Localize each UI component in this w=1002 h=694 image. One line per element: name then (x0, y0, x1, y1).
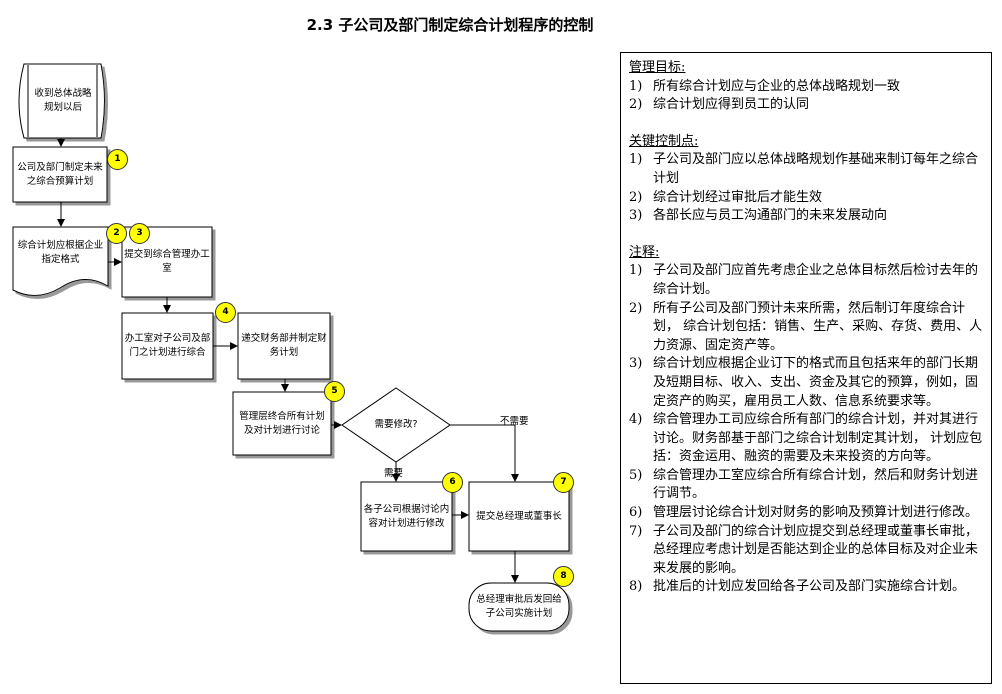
edge-label-no: 不需要 (500, 416, 529, 427)
step-badge: 1 (107, 149, 128, 170)
step-7-box (468, 481, 570, 552)
page-title: 2.3 子公司及部门制定综合计划程序的控制 (306, 16, 594, 34)
list-item: 8)批准后的计划应发回给各子公司及部门实施综合计划。 (629, 579, 966, 595)
step-5-box (232, 391, 332, 456)
controls-list: 1)子公司及部门应以总体战略规划作基础来制订每年之综合计划 2)综合计划经过审批… (629, 151, 983, 225)
step-1-text: 公司及部门制定未来之综合预算计划 (17, 161, 103, 187)
step-3-text: 提交到综合管理办工室 (124, 249, 210, 274)
edge-label-yes: 需要 (384, 468, 404, 479)
list-item: 4)综合管理办工司应综合所有部门的综合计划，并对其进行讨论。财务部基于部门之综合… (629, 412, 983, 465)
step-4b-box (237, 312, 331, 380)
notes-panel: 管理目标: 1)所有综合计划应与企业的总体战略规划一致 2)综合计划应得到员工的… (620, 52, 992, 684)
step-badge: 4 (215, 302, 236, 323)
goals-list: 1)所有综合计划应与企业的总体战略规划一致 2)综合计划应得到员工的认同 (629, 78, 983, 115)
step-4b-text: 递交财务部并制定财务计划 (241, 333, 327, 358)
step-6-box (360, 481, 453, 552)
step-badge: 5 (324, 381, 345, 402)
step-2-document (12, 226, 109, 296)
list-item: 1)所有综合计划应与企业的总体战略规划一致 (629, 78, 901, 94)
step-badge: 2 (106, 223, 127, 244)
notes-list: 1)子公司及部门应首先考虑企业之总体目标然后检讨去年的综合计划。 2)所有子公司… (629, 262, 983, 597)
decision-text: 需要修改? (374, 419, 418, 430)
controls-heading: 关键控制点: (629, 133, 699, 149)
notes-heading: 注释: (629, 244, 660, 260)
step-badge: 8 (553, 566, 574, 587)
start-shape (18, 63, 105, 139)
list-item: 7)子公司及部门的综合计划应提交到总经理或董事长审批， 总经理应考虑计划是否能达… (629, 523, 979, 576)
start-text: 收到总体战略规划以后 (34, 88, 92, 113)
list-item: 1)子公司及部门应首先考虑企业之总体目标然后检讨去年的综合计划。 (629, 263, 979, 297)
step-4a-box (121, 312, 214, 380)
edge-decision-no (450, 424, 519, 482)
list-item: 2)综合计划应得到员工的认同 (629, 97, 810, 113)
list-item: 3)各部长应与员工沟通部门的未来发展动向 (629, 208, 888, 224)
step-7-text: 提交总经理或董事长 (476, 510, 562, 522)
step-1-box (12, 146, 108, 203)
list-item: 5)综合管理办工室应综合所有综合计划，然后和财务计划进行调节。 (629, 467, 979, 502)
step-8-terminator (468, 582, 570, 632)
step-5-text: 管理层终合所有计划及对计划进行讨论 (239, 410, 325, 436)
step-badge: 3 (129, 223, 150, 244)
step-8-text: 总经理审批后发回给子公司实施计划 (476, 594, 562, 619)
step-badge: 7 (553, 472, 574, 493)
list-item: 3)综合计划应根据企业订下的格式而且包括来年的部门长期及短期目标、收入、支出、资… (629, 356, 979, 409)
list-item: 2)综合计划经过审批后才能生效 (629, 189, 823, 205)
goals-heading: 管理目标: (629, 60, 686, 75)
step-badge: 6 (442, 472, 463, 493)
step-4a-text: 办工室对子公司及部门之计划进行综合 (124, 333, 211, 358)
step-2-text: 综合计划应根据企业指定格式 (17, 240, 104, 265)
list-item: 6)管理层讨论综合计划对财务的影响及预算计划进行修改。 (629, 505, 979, 521)
step-6-text: 各子公司根据讨论内容对计划进行修改 (363, 503, 450, 529)
list-item: 1)子公司及部门应以总体战略规划作基础来制订每年之综合计划 (629, 152, 979, 186)
list-item: 2)所有子公司及部门预计未来所需，然后制订年度综合计划， 综合计划包括：销售、生… (629, 300, 983, 353)
